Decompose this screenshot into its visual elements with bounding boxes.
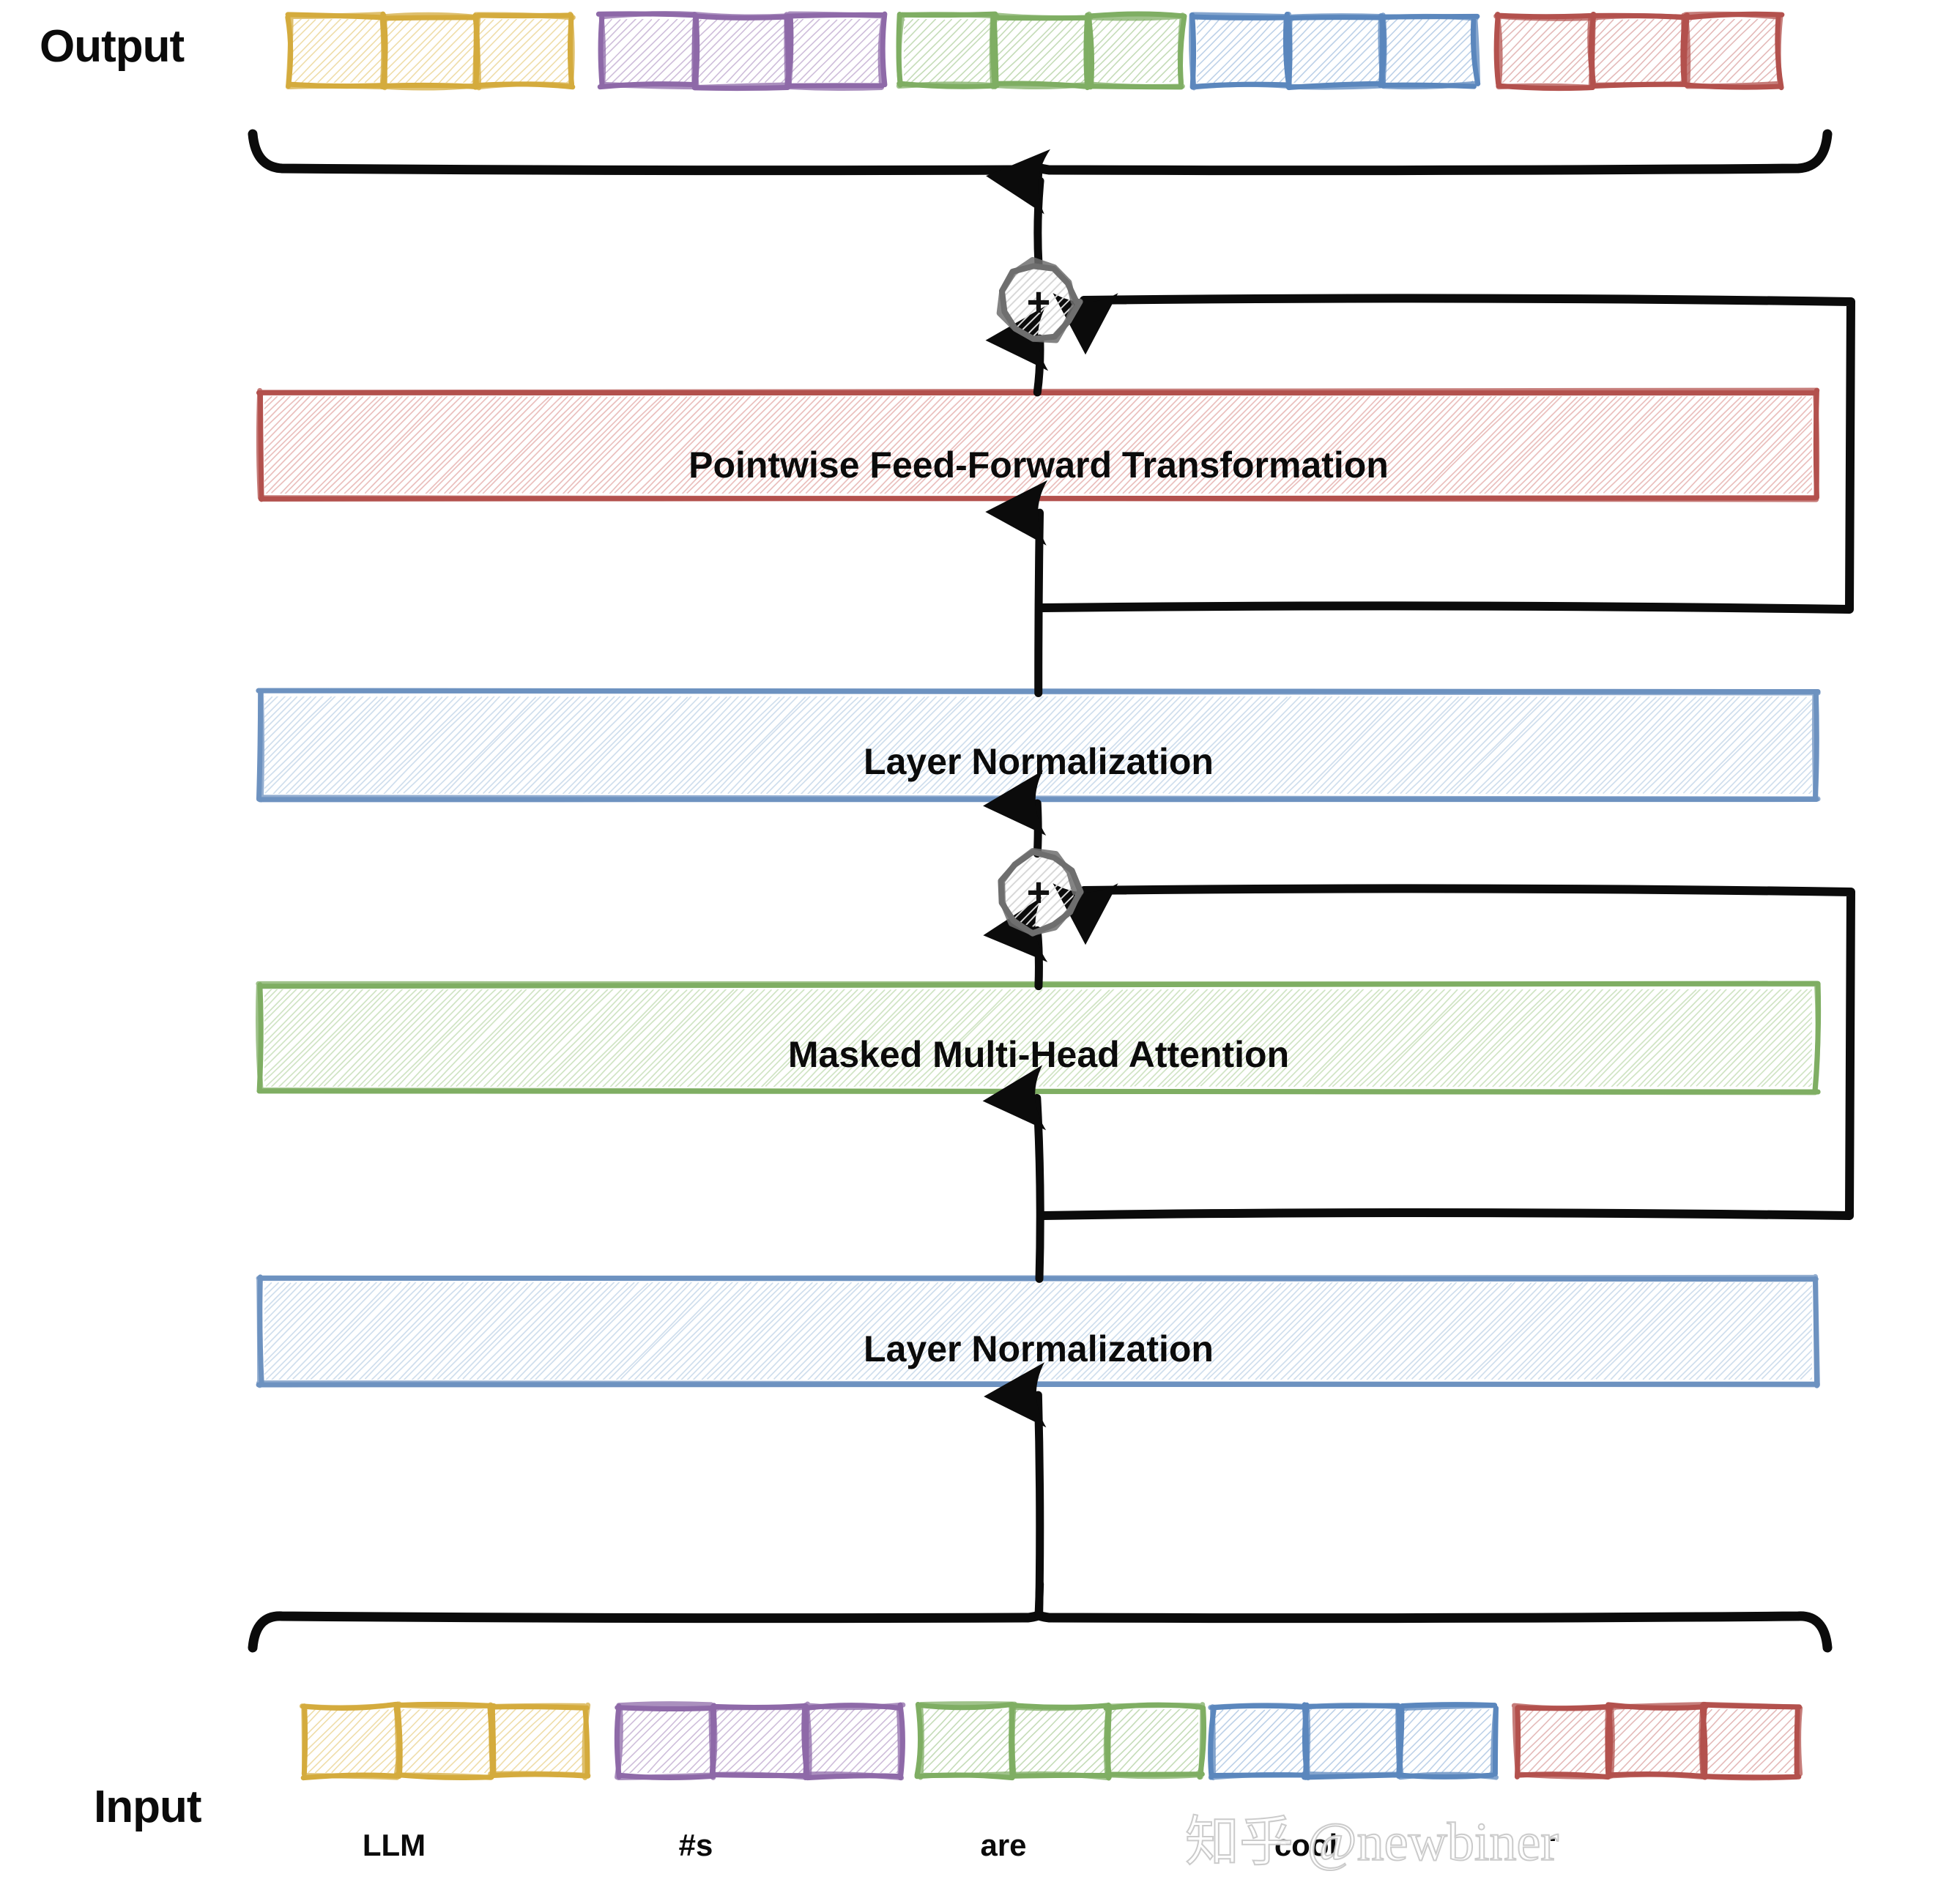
output-side-label: Output [40, 21, 185, 72]
connector-wires [248, 129, 1855, 1653]
arrow-ffn-to-adder-top [985, 305, 1049, 397]
box-label-ffn: Pointwise Feed-Forward Transformation [688, 445, 1389, 486]
output-token-1 [595, 11, 888, 92]
adder-node-bottom [998, 847, 1084, 937]
residual-connection-attention [1039, 884, 1855, 1220]
token-blocks [285, 11, 1803, 1781]
input-token-1 [614, 1701, 906, 1781]
input-token-label-1: #s [678, 1828, 713, 1862]
input-token-label-0: LLM [362, 1828, 426, 1862]
box-label-layer-norm-1: Layer Normalization [864, 1328, 1214, 1369]
arrow-adder-bottom-to-layer-norm-2 [983, 770, 1047, 858]
output-token-3 [1188, 11, 1481, 91]
input-token-3 [1208, 1702, 1499, 1781]
input-token-label-4: . [1548, 1813, 1557, 1848]
output-token-0 [285, 11, 576, 91]
residual-connection-ffn [1039, 294, 1855, 614]
adder-node-top [996, 256, 1083, 343]
box-label-masked-multi-head-attention: Masked Multi-Head Attention [787, 1034, 1290, 1075]
arrow-layer-norm-2-to-ffn [985, 480, 1048, 698]
arrow-adder-top-to-output [986, 149, 1051, 269]
residual-adders [996, 256, 1084, 937]
input-token-2 [914, 1701, 1207, 1781]
arrow-layer-norm-1-to-attention [982, 1065, 1047, 1283]
adder-plus-top: + [1026, 278, 1051, 325]
adder-plus-bottom: + [1026, 869, 1051, 915]
output-token-2 [896, 11, 1187, 91]
output-token-4 [1493, 11, 1785, 92]
zhihu-watermark: 知乎 @newbiner [1184, 1812, 1559, 1873]
box-label-layer-norm-2: Layer Normalization [864, 741, 1214, 782]
arrow-attention-to-adder-bottom [983, 897, 1048, 991]
input-token-label-2: are [980, 1828, 1027, 1862]
input-token-label-3: cool [1274, 1828, 1338, 1862]
arrow-input-to-layer-norm-1 [984, 1362, 1047, 1620]
input-token-4 [1511, 1701, 1803, 1781]
input-side-label: Input [94, 1782, 201, 1832]
input-token-0 [299, 1701, 591, 1781]
